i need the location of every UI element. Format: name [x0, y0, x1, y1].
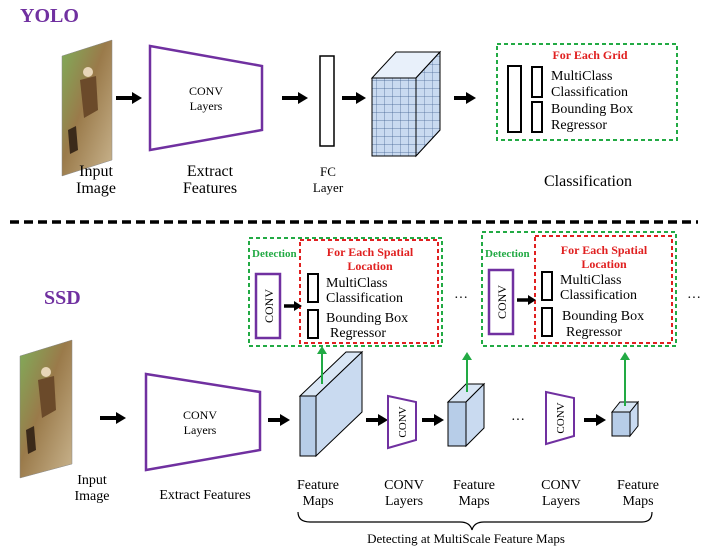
ssd-bbox-2-right: Regressor: [566, 325, 622, 340]
yolo-conv-trapezoid: [148, 44, 264, 152]
yolo-grid-volume: [370, 50, 442, 158]
ssd-bbox-2-left: Regressor: [330, 326, 386, 341]
yolo-extract-label-1: Extract: [187, 163, 234, 180]
ssd-conv-label-1: CONV: [183, 408, 217, 422]
ssd-small-conv-label-left: CONV: [262, 289, 276, 323]
ssd-brace-caption: Detecting at MultiScale Feature Maps: [367, 531, 565, 546]
ssd-multiclass-1-right: MultiClass: [560, 273, 621, 288]
ssd-detection-label-right: Detection: [485, 248, 530, 260]
ssd-feature-label-3b: Maps: [622, 494, 653, 509]
ssd-arrow-2: [268, 414, 290, 426]
ssd-small-conv-label-right: CONV: [495, 285, 509, 319]
ssd-conv-small-2: [545, 390, 575, 446]
ssd-feature-map-1: [298, 350, 364, 458]
ssd-det-arrow-left: [284, 301, 302, 311]
ssd-spatial-header-2-right: Location: [581, 257, 627, 271]
ssd-detection-label-left: Detection: [252, 248, 297, 260]
ssd-feature-label-1a: Feature: [297, 478, 339, 493]
yolo-tall-bar: [507, 65, 522, 133]
ssd-feature-label-3a: Feature: [617, 478, 659, 493]
yolo-classification-label: Classification: [544, 173, 632, 190]
ssd-input-label-2: Image: [75, 489, 110, 504]
ssd-spatial-header-2-left: Location: [347, 259, 393, 273]
yolo-input-image: [61, 39, 113, 177]
ssd-green-arrow-2: [462, 352, 472, 392]
yolo-grid-header: For Each Grid: [552, 48, 627, 62]
yolo-arrow-1: [116, 92, 142, 104]
yolo-extract-label-2: Features: [183, 180, 237, 197]
ssd-multiclass-bar-right: [541, 271, 553, 301]
yolo-conv-label-2: Layers: [190, 99, 223, 113]
ssd-spatial-box-left: [299, 239, 439, 344]
ssd-feature-label-2b: Maps: [458, 494, 489, 509]
yolo-fc-bar: [319, 55, 335, 147]
ssd-feature-label-1b: Maps: [302, 494, 333, 509]
ssd-conv-small-1: [387, 394, 417, 450]
yolo-fc-label-1: FC: [320, 164, 336, 179]
ssd-conv-trapezoid: [144, 372, 262, 472]
yolo-arrow-2: [282, 92, 308, 104]
ssd-multiclass-2-right: Classification: [560, 288, 637, 303]
ssd-feature-map-2: [446, 382, 486, 448]
ssd-detection-box-left: [248, 237, 443, 347]
ssd-brace: [297, 511, 653, 531]
ssd-ellipsis-bottom: ···: [511, 413, 525, 428]
ssd-multiclass-1-left: MultiClass: [326, 276, 387, 291]
ssd-arrow-4: [422, 414, 444, 426]
ssd-spatial-box-right: [534, 235, 673, 344]
ssd-ellipsis-right-top: ···: [687, 291, 701, 306]
ssd-arrow-3: [366, 414, 388, 426]
yolo-title: YOLO: [20, 5, 79, 27]
ssd-conv-layers-label-2a: CONV: [541, 478, 581, 493]
yolo-bbox-bar: [531, 101, 543, 133]
ssd-bbox-1-right: Bounding Box: [562, 309, 644, 324]
ssd-conv-layers-label-1a: CONV: [384, 478, 424, 493]
ssd-multiclass-bar-left: [307, 273, 319, 303]
ssd-bbox-1-left: Bounding Box: [326, 311, 408, 326]
ssd-green-arrow-1: [317, 346, 327, 384]
yolo-multiclass-bar: [531, 66, 543, 98]
yolo-multiclass-2: Classification: [551, 85, 628, 100]
yolo-conv-label-1: CONV: [189, 84, 223, 98]
ssd-feature-label-2a: Feature: [453, 478, 495, 493]
ssd-spatial-header-1-right: For Each Spatial: [561, 243, 648, 257]
yolo-bbox-1: Bounding Box: [551, 102, 633, 117]
ssd-arrow-1: [100, 412, 126, 424]
yolo-arrow-4: [454, 92, 476, 104]
ssd-extract-label: Extract Features: [159, 488, 250, 503]
ssd-conv-label-2: Layers: [184, 423, 217, 437]
ssd-conv-layers-label-1b: Layers: [385, 494, 423, 509]
ssd-arrow-5: [584, 414, 606, 426]
ssd-multiclass-2-left: Classification: [326, 291, 403, 306]
yolo-grid-box: [496, 43, 678, 141]
ssd-bbox-bar-left: [307, 309, 319, 339]
yolo-input-label-2: Image: [76, 180, 116, 197]
ssd-title: SSD: [44, 287, 81, 309]
ssd-green-arrow-3: [620, 352, 630, 406]
ssd-conv-small-2-label: CONV: [555, 402, 567, 433]
ssd-input-label-1: Input: [77, 473, 107, 488]
yolo-arrow-3: [342, 92, 366, 104]
yolo-fc-label-2: Layer: [313, 180, 344, 195]
ssd-small-conv-left: [254, 272, 282, 340]
ssd-ellipsis-mid-top: ···: [454, 291, 468, 306]
yolo-bbox-2: Regressor: [551, 118, 607, 133]
ssd-bbox-bar-right: [541, 307, 553, 337]
yolo-multiclass-1: MultiClass: [551, 69, 612, 84]
ssd-conv-layers-label-2b: Layers: [542, 494, 580, 509]
ssd-feature-map-3: [610, 400, 640, 438]
ssd-conv-small-1-label: CONV: [397, 406, 409, 437]
ssd-det-arrow-right: [517, 295, 536, 305]
yolo-input-label-1: Input: [79, 163, 113, 180]
ssd-small-conv-right: [487, 268, 515, 336]
ssd-spatial-header-1-left: For Each Spatial: [327, 245, 414, 259]
ssd-input-image: [19, 339, 73, 479]
